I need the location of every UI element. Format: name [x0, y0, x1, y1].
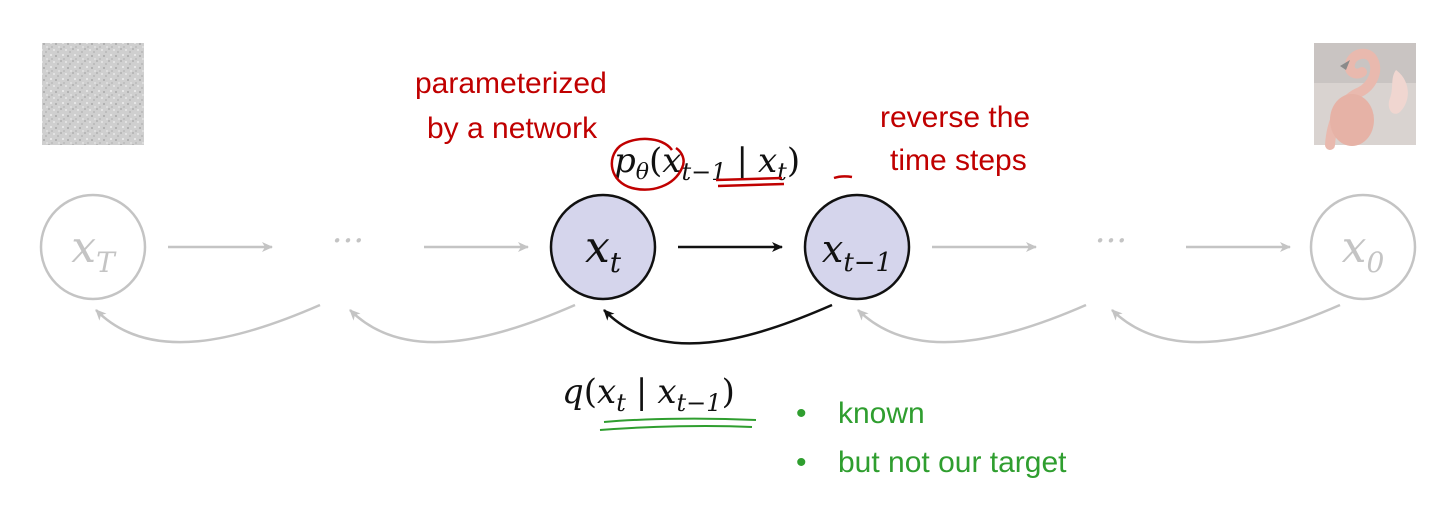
- formula-p-theta: θ: [636, 160, 649, 185]
- formula-p-p: p: [614, 141, 636, 181]
- curve-xt1-to-xt: [603, 303, 833, 345]
- formula-q-q: q: [562, 372, 584, 412]
- formula-q-open: (: [584, 372, 597, 412]
- underline-green-1: [603, 417, 757, 423]
- svg-text:xt−1: xt−1: [822, 227, 892, 278]
- formula-p-bar: |: [737, 141, 748, 181]
- formula-q-bar: |: [636, 372, 647, 412]
- formula-p-s2: t: [777, 158, 787, 186]
- formula-p-s1: t−1: [681, 158, 726, 186]
- svg-text:x0: x0: [1342, 222, 1385, 279]
- node-xT: xT: [39, 193, 147, 301]
- annotation-known: known: [838, 397, 925, 430]
- underline-red-2: [717, 182, 785, 188]
- node-xt1-base: x: [822, 227, 843, 271]
- node-xT-base: x: [71, 222, 96, 273]
- node-xt1: xt−1: [803, 193, 911, 301]
- formula-p: pθ(xt−1|xt): [614, 141, 800, 186]
- formula-p-open: (: [649, 141, 662, 181]
- annotation-parameterized: parameterized: [415, 67, 607, 100]
- node-x0-base: x: [1342, 222, 1367, 273]
- node-x0-sub: 0: [1367, 246, 1385, 279]
- formula-p-x2: x: [758, 141, 777, 181]
- annotation-reverse-the: reverse the: [880, 101, 1030, 134]
- curve-ellipsis-to-xT: [95, 303, 321, 344]
- underline-red-3: [833, 175, 853, 180]
- annotation-not-target: but not our target: [838, 446, 1067, 479]
- ellipsis-left: ···: [332, 221, 364, 261]
- formula-q-close: ): [722, 372, 735, 412]
- annotation-time-steps: time steps: [890, 144, 1027, 177]
- node-x0: x0: [1309, 193, 1417, 301]
- curve-x0-to-ellipsis: [1111, 303, 1341, 344]
- bullet-not-target: •: [796, 446, 807, 479]
- formula-p-x1: x: [662, 141, 681, 181]
- theta-circle-mark: [610, 137, 685, 191]
- underline-green-2: [599, 425, 753, 431]
- node-xt-sub: t: [610, 246, 622, 279]
- formula-q: q(xt|xt−1): [562, 372, 735, 417]
- annotation-by-a-network: by a network: [427, 112, 598, 145]
- ellipsis-right: ···: [1095, 221, 1127, 261]
- svg-text:xt: xt: [585, 222, 622, 279]
- underline-red-1: [715, 176, 783, 182]
- curve-ellipsis-to-xt1: [857, 303, 1087, 344]
- node-xt: xt: [549, 193, 657, 301]
- noise-image: [42, 43, 144, 145]
- formula-q-x2: x: [657, 372, 676, 412]
- node-xt-base: x: [585, 222, 610, 273]
- formula-q-s2: t−1: [677, 389, 722, 417]
- curve-xt-to-ellipsis: [349, 303, 576, 344]
- bullet-known: •: [796, 397, 807, 430]
- formula-p-close: ): [787, 141, 800, 181]
- formula-q-x1: x: [597, 372, 616, 412]
- flamingo-image: [1314, 43, 1416, 150]
- node-xt1-sub: t−1: [843, 248, 892, 278]
- formula-q-s1: t: [616, 389, 626, 417]
- node-xT-sub: T: [96, 246, 117, 279]
- svg-text:xT: xT: [71, 222, 117, 279]
